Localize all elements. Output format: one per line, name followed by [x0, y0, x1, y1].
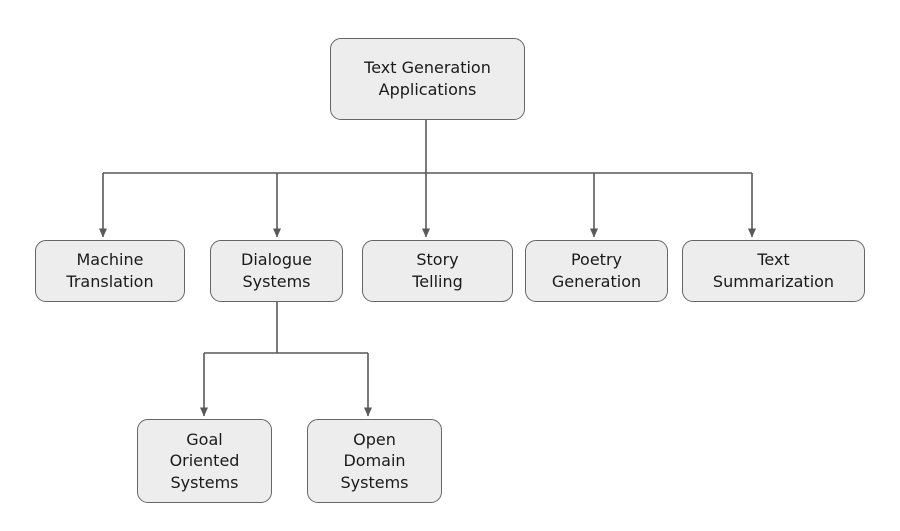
node-dialogue-systems: Dialogue Systems: [210, 240, 343, 302]
node-story-telling: Story Telling: [362, 240, 513, 302]
node-goal-oriented-systems: Goal Oriented Systems: [137, 419, 272, 503]
node-text-summarization: Text Summarization: [682, 240, 865, 302]
node-open-domain-systems: Open Domain Systems: [307, 419, 442, 503]
node-text-generation-applications: Text Generation Applications: [330, 38, 525, 120]
node-machine-translation: Machine Translation: [35, 240, 185, 302]
node-poetry-generation: Poetry Generation: [525, 240, 668, 302]
